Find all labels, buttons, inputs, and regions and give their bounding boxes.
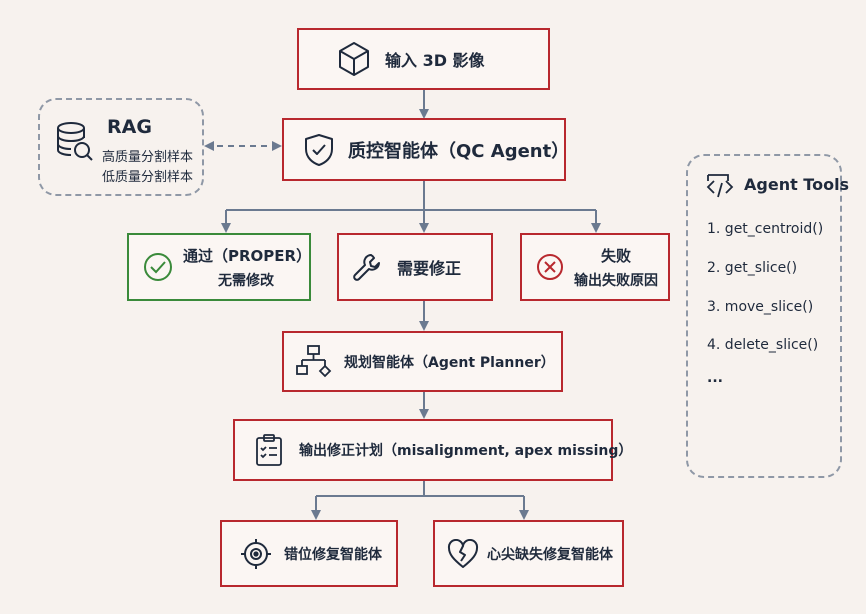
rag-line-high-quality: 高质量分割样本 xyxy=(102,150,194,165)
tool-item: 4. delete_slice() xyxy=(707,337,819,353)
rag-line-low-quality: 低质量分割样本 xyxy=(102,170,194,185)
database-search-icon xyxy=(54,120,94,164)
tool-item: ... xyxy=(707,370,723,386)
tool-item: 3. move_slice() xyxy=(707,299,814,315)
plan-output-label: 输出修正计划（misalignment, apex missing） xyxy=(299,443,633,459)
proper-label: 通过（PROPER） xyxy=(183,246,312,265)
input-node: 输入 3D 影像 xyxy=(297,28,550,90)
flowchart-icon xyxy=(296,344,332,380)
rag-panel xyxy=(38,98,204,196)
plan-output-node: 输出修正计划（misalignment, apex missing） xyxy=(233,419,632,481)
agent-tools-panel xyxy=(686,154,842,478)
proper-sublabel: 无需修改 xyxy=(218,272,274,289)
needs-fix-node: 需要修正 xyxy=(337,233,493,301)
planner-label: 规划智能体（Agent Planner） xyxy=(344,354,555,371)
fail-node: 失败 输出失败原因 xyxy=(520,233,670,301)
broken-heart-icon xyxy=(447,538,479,569)
needs-fix-label: 需要修正 xyxy=(397,259,462,278)
tool-item: 1. get_centroid() xyxy=(707,221,824,237)
fail-sublabel: 输出失败原因 xyxy=(574,272,658,289)
misalign-fix-label: 错位修复智能体 xyxy=(284,546,382,563)
qc-agent-label: 质控智能体（QC Agent） xyxy=(348,140,570,162)
cube-icon xyxy=(337,41,371,77)
qc-agent-node: 质控智能体（QC Agent） xyxy=(282,118,570,181)
proper-node: 通过（PROPER） 无需修改 xyxy=(127,233,311,301)
wrench-icon xyxy=(351,251,383,283)
rag-title: RAG xyxy=(107,116,152,138)
input-label: 输入 3D 影像 xyxy=(385,51,485,70)
planner-node: 规划智能体（Agent Planner） xyxy=(282,331,563,392)
x-circle-icon xyxy=(536,253,564,281)
misalign-fix-node: 错位修复智能体 xyxy=(220,520,398,587)
apex-fix-node: 心尖缺失修复智能体 xyxy=(433,520,624,587)
clipboard-icon xyxy=(255,433,283,467)
fail-label: 失败 xyxy=(600,246,631,265)
target-icon xyxy=(240,538,272,570)
apex-fix-label: 心尖缺失修复智能体 xyxy=(487,546,613,563)
shield-check-icon xyxy=(304,133,334,167)
check-circle-icon xyxy=(143,252,173,282)
agent-tools-title: Agent Tools xyxy=(744,175,850,194)
code-wrench-icon xyxy=(704,171,736,201)
tool-item: 2. get_slice() xyxy=(707,260,798,276)
